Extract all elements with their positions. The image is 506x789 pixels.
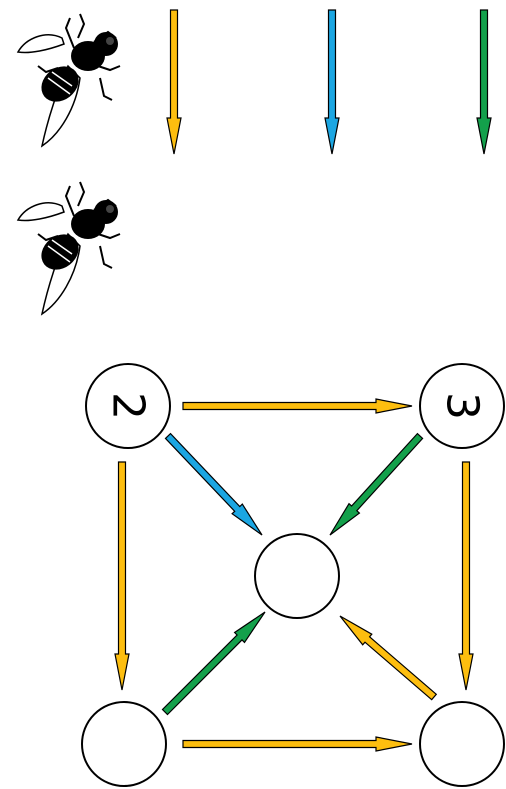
edges — [114, 398, 474, 752]
edge-top_left-to-top_right — [182, 398, 413, 414]
nodes: 2 3 — [81, 363, 505, 787]
edge-bottom_right-to-center — [339, 615, 438, 701]
edge-bottom_left-to-bottom_right — [182, 736, 413, 752]
node-center — [254, 533, 340, 619]
node-top-right: 3 — [419, 363, 505, 449]
node-bottom-right — [419, 701, 505, 787]
edge-top_left-to-center — [164, 432, 263, 536]
legend-arrows — [166, 9, 492, 155]
edge-bottom_left-to-center — [161, 611, 266, 716]
legend-arrow-green — [476, 9, 492, 155]
node-label-3: 3 — [437, 392, 488, 420]
edge-top_right-to-bottom_right — [458, 461, 474, 691]
node-top-left: 2 — [85, 363, 171, 449]
legend-arrow-blue — [324, 9, 340, 155]
node-label-2: 2 — [103, 392, 154, 420]
legend-arrow-yellow — [166, 9, 182, 155]
fly-icon-bottom — [17, 181, 121, 315]
fly-icon-top — [17, 13, 121, 147]
edge-top_left-to-bottom_left — [114, 461, 130, 691]
node-bottom-left — [81, 701, 167, 787]
edge-top_right-to-center — [329, 432, 424, 536]
